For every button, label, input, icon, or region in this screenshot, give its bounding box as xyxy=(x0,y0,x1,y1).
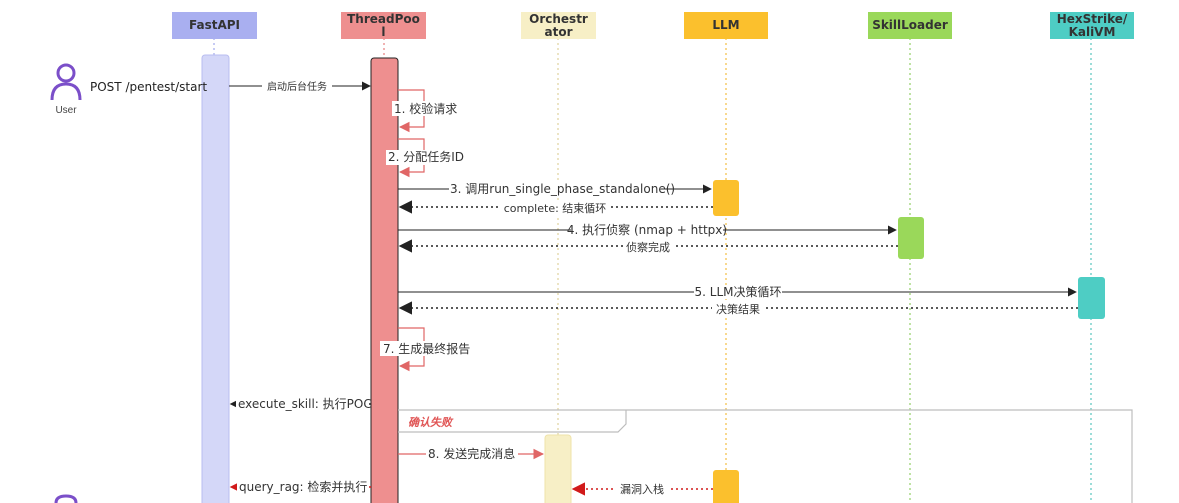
msg-5-return-label: 决策结果 xyxy=(716,302,760,316)
request-label: POST /pentest/start xyxy=(90,80,207,94)
msg-5-label: 5. LLM决策循环 xyxy=(695,285,782,299)
msg-1-label: 1. 校验请求 xyxy=(394,101,457,116)
msg-3-return-label: complete: 结束循环 xyxy=(504,202,607,215)
participant-fastapi: FastAPI xyxy=(172,12,257,39)
activation-llm-2 xyxy=(713,470,739,503)
user-actor-icon xyxy=(50,63,82,101)
msg-vuln-label: 漏洞入栈 xyxy=(620,482,664,496)
msg-2-label: 2. 分配任务ID xyxy=(388,149,464,164)
participant-hexstrike: HexStrike/ KaliVM xyxy=(1050,12,1134,39)
fragment-tab xyxy=(398,410,627,433)
msg-4-label: 4. 执行侦察 (nmap + httpx) xyxy=(567,223,727,237)
user-label: User xyxy=(55,105,77,116)
msg-4-return-label: 侦察完成 xyxy=(626,240,670,254)
activation-hexstrike xyxy=(1078,277,1105,319)
participant-llm: LLM xyxy=(684,12,768,39)
participant-threadpool: ThreadPoo l xyxy=(341,12,426,39)
participant-skillloader: SkillLoader xyxy=(868,12,952,39)
msg-3-label: 3. 调用run_single_phase_standalone() xyxy=(450,182,675,196)
fragment-box xyxy=(398,409,1133,503)
user-actor-icon-2 xyxy=(54,494,78,503)
activation-llm-1 xyxy=(713,180,739,216)
msg-start-label: 启动后台任务 xyxy=(267,80,327,93)
participant-orchestrator: Orchestr ator xyxy=(521,12,596,39)
msg-8-label: 8. 发送完成消息 xyxy=(428,446,515,461)
activation-threadpool xyxy=(370,57,399,503)
fragment-label: 确认失败 xyxy=(408,416,454,429)
activation-fastapi xyxy=(201,54,230,503)
msg-rag-label: query_rag: 检索并执行 xyxy=(239,479,367,494)
activation-skillloader xyxy=(898,217,924,259)
msg-exec-label: execute_skill: 执行POC xyxy=(238,397,372,411)
msg-7-label: 7. 生成最终报告 xyxy=(383,341,470,356)
activation-orchestrator xyxy=(544,434,572,503)
